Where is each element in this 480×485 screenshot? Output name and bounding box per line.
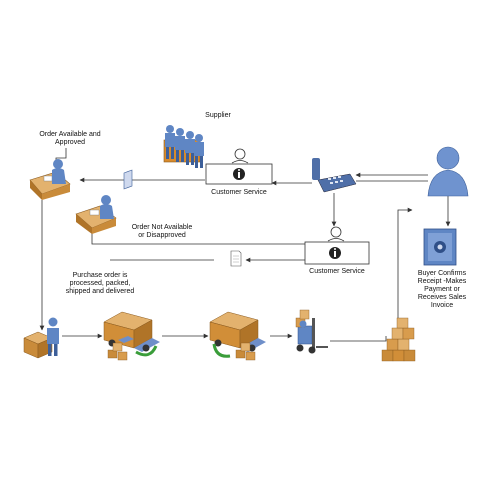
customer-service-top-label: Customer Service xyxy=(211,189,267,196)
customer-service-bottom-label: Customer Service xyxy=(309,268,365,275)
box-stack-icon xyxy=(107,342,128,361)
recycle-arrow-icon xyxy=(135,345,158,357)
buyer-person-icon xyxy=(427,146,469,197)
worker-at-desk-disapproved-icon xyxy=(75,195,117,234)
box-stack-icon xyxy=(235,342,256,361)
purchase-order-label: Purchase order is processed, packed, shi… xyxy=(65,272,135,295)
order-not-available-label: Order Not Available or Disapproved xyxy=(131,224,193,239)
worker-at-desk-approved-icon xyxy=(29,159,71,200)
telephone-icon xyxy=(312,158,357,193)
connectors xyxy=(39,148,451,342)
document-icon xyxy=(123,169,133,190)
connector-forklift-to-boxes xyxy=(330,336,387,342)
order-available-label: Order Available and Approved xyxy=(39,131,101,146)
buyer-confirms-label: Buyer Confirms Receipt -Makes Payment or… xyxy=(417,270,467,309)
supplier-group-icon xyxy=(163,125,204,168)
customer-service-desk-icon xyxy=(304,226,370,265)
customer-service-desk-icon xyxy=(205,148,273,185)
document-icon xyxy=(230,250,242,267)
safe-icon xyxy=(423,228,457,266)
connector-boxes-to-buyer xyxy=(397,207,413,325)
recycle-arrow-icon xyxy=(212,343,231,358)
packing-worker-icon xyxy=(23,317,59,359)
connector-disapproved-route xyxy=(91,230,310,245)
supplier-label: Supplier xyxy=(205,112,231,119)
delivery-truck-icon xyxy=(209,311,266,361)
box-stack-icon xyxy=(381,317,416,362)
forklift-icon xyxy=(295,309,328,354)
delivery-truck-icon xyxy=(103,311,160,361)
